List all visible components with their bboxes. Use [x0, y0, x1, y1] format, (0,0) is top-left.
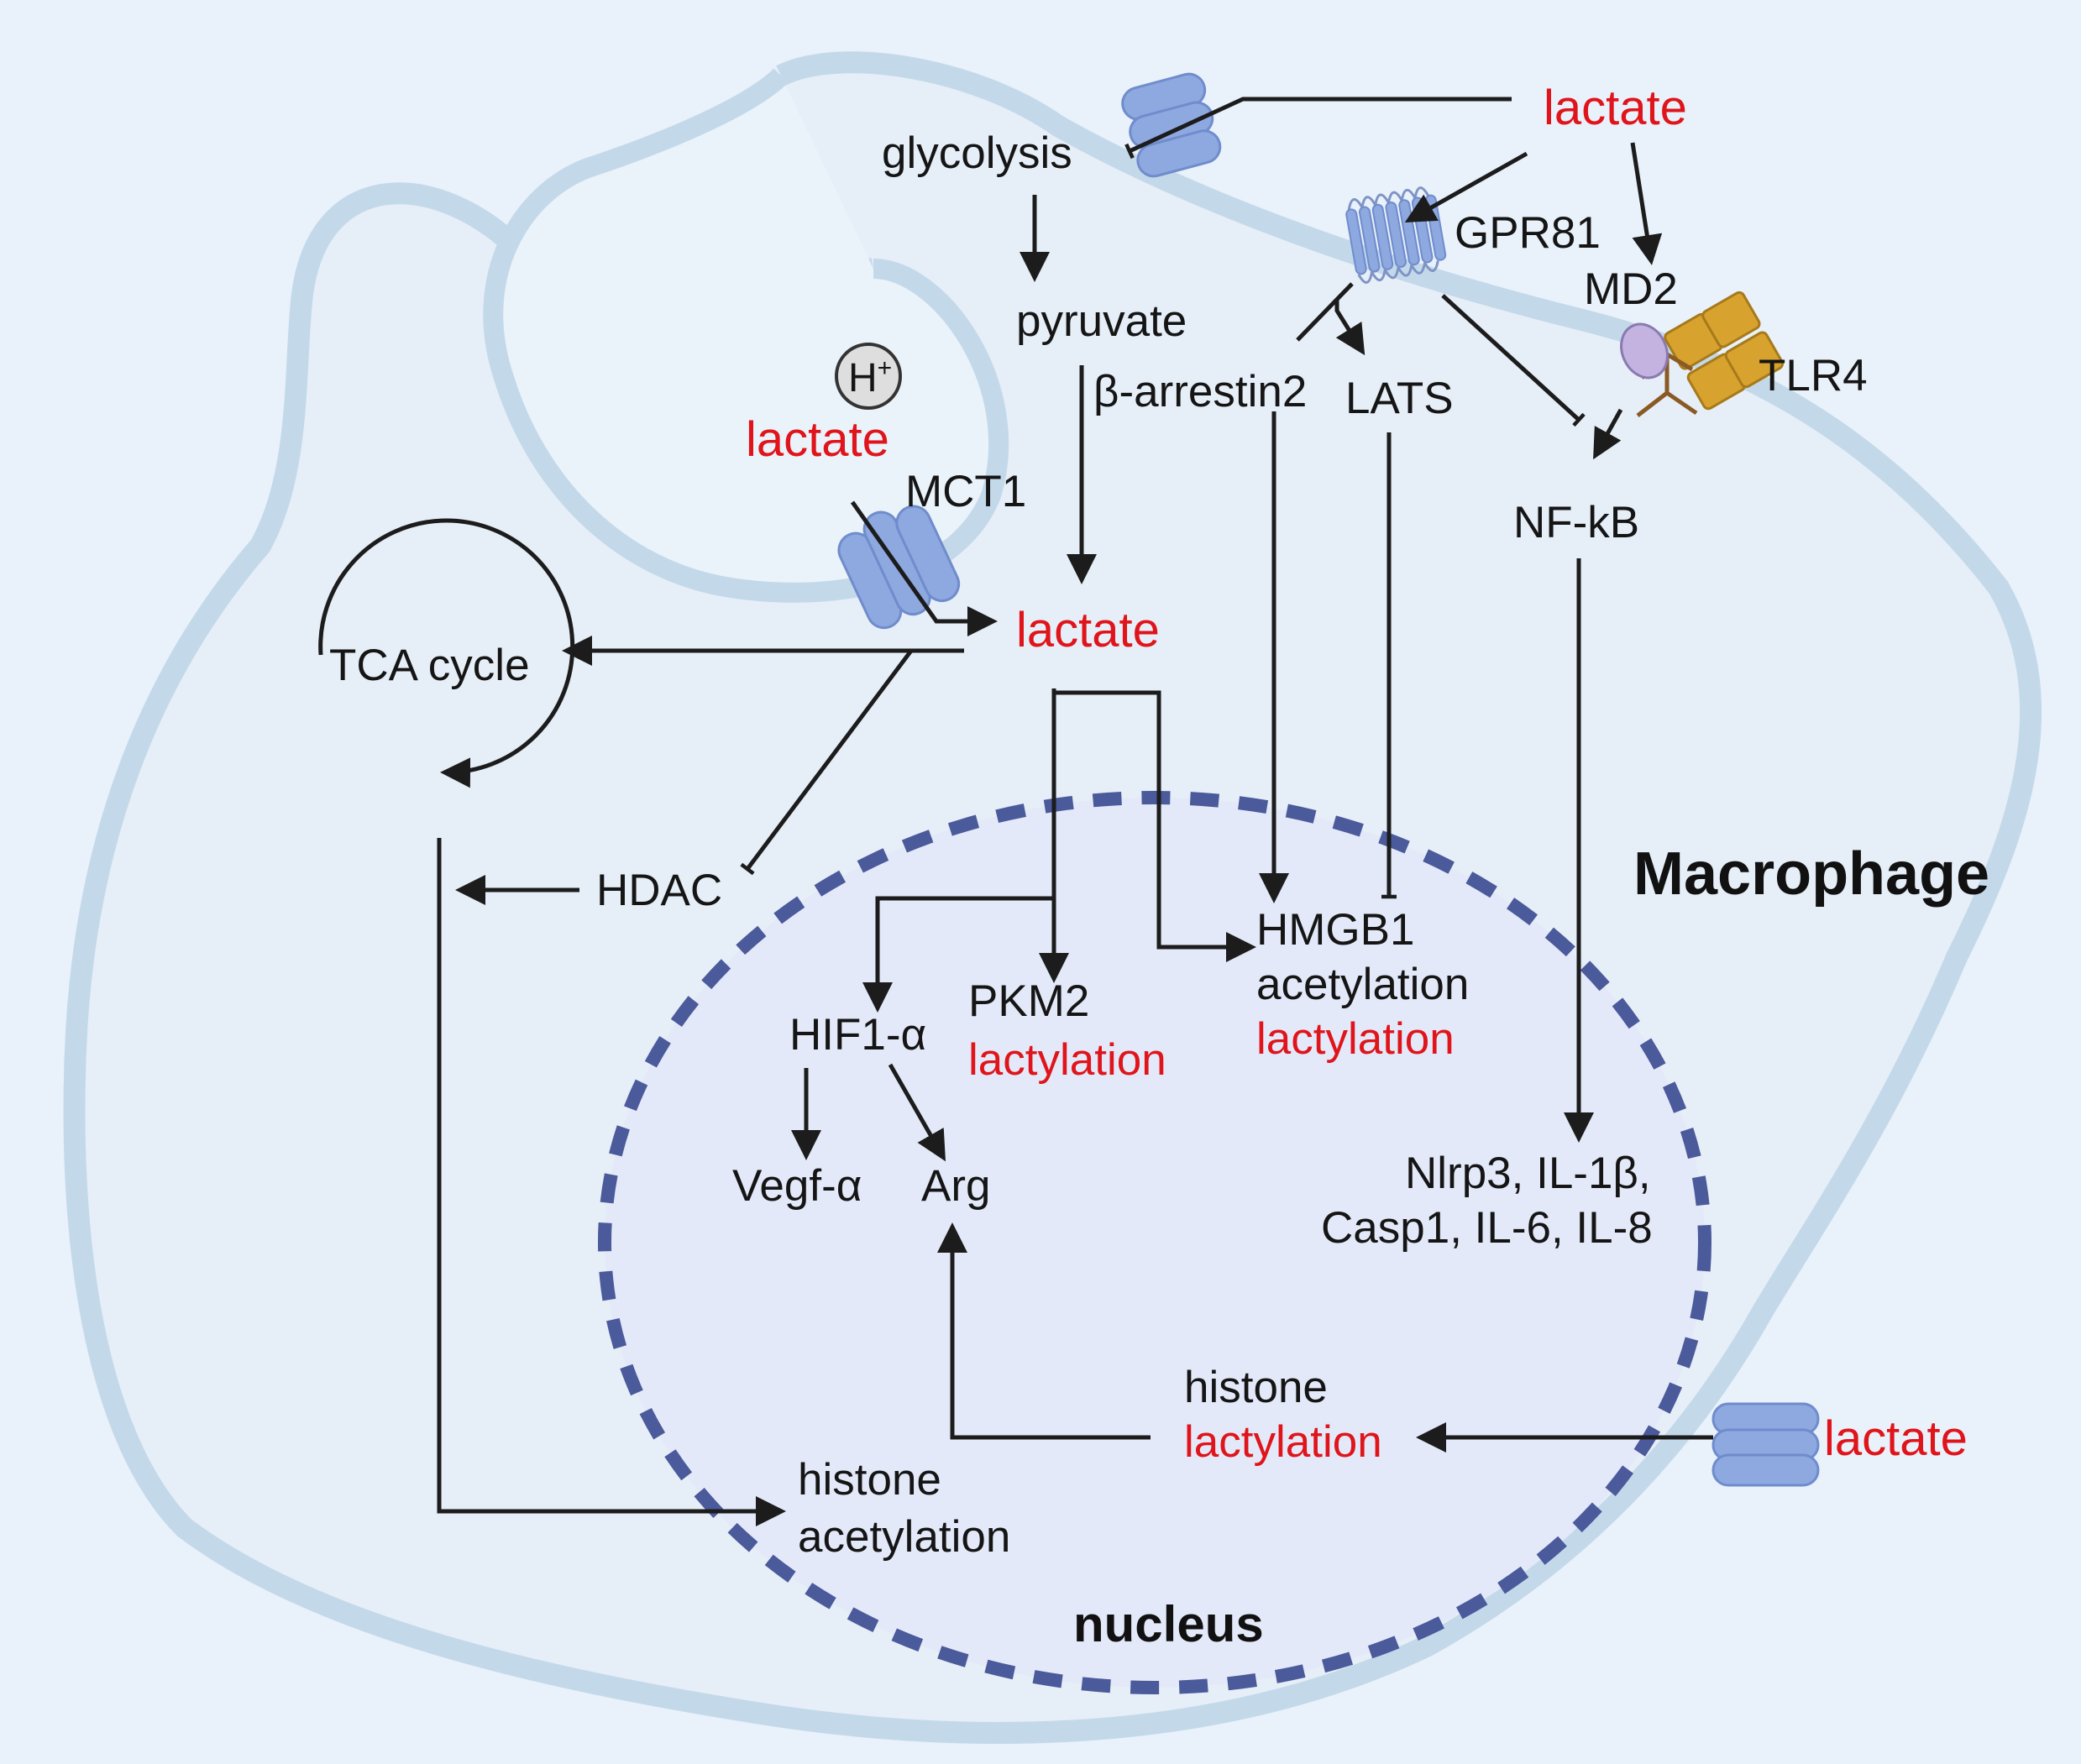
arg-label: Arg [921, 1161, 990, 1211]
lactate-extracellular-label: lactate [1544, 81, 1687, 135]
beta-arrestin2-label: β-arrestin2 [1093, 367, 1307, 416]
histone-acetylation-line1: histone [798, 1455, 941, 1505]
transporter-right [1711, 1402, 1820, 1487]
mct1-label: MCT1 [905, 467, 1026, 516]
vegfa-label: Vegf-α [732, 1161, 862, 1211]
nucleus-label: nucleus [1073, 1596, 1264, 1652]
pkm2-label: PKM2 [968, 976, 1089, 1026]
tlr4-label: TLR4 [1759, 351, 1868, 400]
md2-protein [1620, 322, 1669, 379]
lactate-intracellular-label: lactate [1016, 603, 1160, 657]
hmgb1-acetylation-label: acetylation [1256, 960, 1469, 1009]
nfkb-label: NF-kB [1513, 498, 1639, 547]
histone-lactylation-line2: lactylation [1184, 1417, 1382, 1467]
tlr4-md2-complex [1620, 291, 1785, 417]
nlrp3-label-line1: Nlrp3, IL-1β, [1405, 1149, 1651, 1198]
macrophage-label: Macrophage [1633, 840, 1989, 908]
transporter-top [1121, 72, 1222, 178]
hdac-label: HDAC [596, 866, 722, 915]
md2-label: MD2 [1584, 264, 1678, 314]
glycolysis-label: glycolysis [882, 128, 1072, 178]
gpr81-label: GPR81 [1455, 208, 1601, 258]
lactate-mct-label: lactate [746, 412, 889, 467]
nlrp3-label-line2: Casp1, IL-6, IL-8 [1321, 1203, 1653, 1253]
hif1a-label: HIF1-α [789, 1010, 926, 1060]
tca-cycle-arrow [318, 518, 575, 788]
pkm2-lactylation-label: lactylation [968, 1035, 1166, 1085]
hmgb1-label: HMGB1 [1256, 905, 1414, 955]
lactate-right-label: lactate [1824, 1411, 1968, 1466]
membrane-invagination [483, 68, 1009, 603]
nucleus-envelope [598, 791, 1711, 1694]
pathway-connectors [437, 97, 1713, 1526]
h-plus-label: H+ [848, 354, 892, 400]
gpr81-receptor [1345, 186, 1447, 284]
histone-lactylation-line1: histone [1184, 1363, 1328, 1412]
lats-label: LATS [1345, 374, 1454, 423]
pyruvate-label: pyruvate [1016, 296, 1187, 346]
histone-acetylation-line2: acetylation [798, 1512, 1010, 1562]
tca-cycle-label: TCA cycle [329, 641, 530, 690]
h-plus-ion [835, 343, 902, 410]
hmgb1-lactylation-label: lactylation [1256, 1014, 1455, 1064]
